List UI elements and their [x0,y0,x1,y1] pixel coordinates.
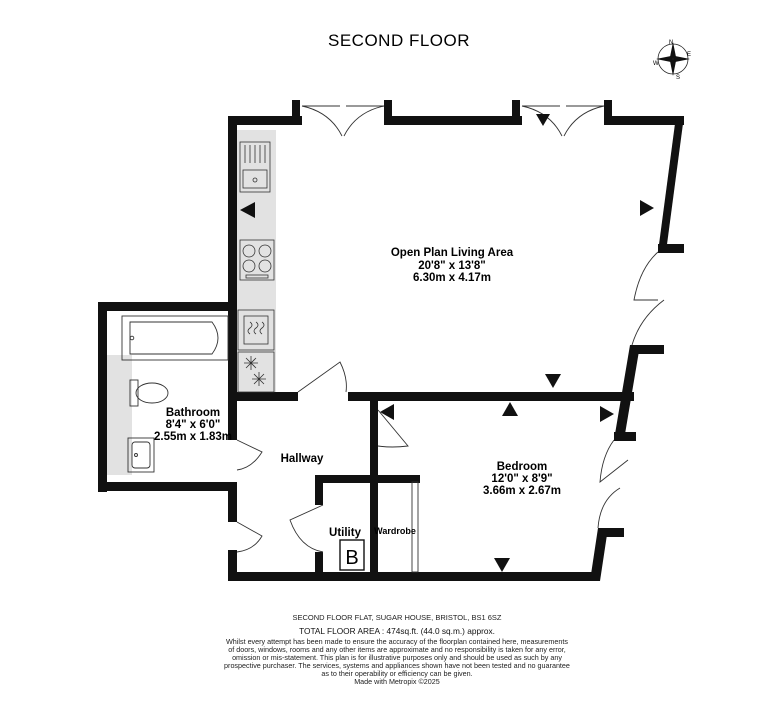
kitchen-arrow-icon [240,202,255,218]
fridge-freezer-icon [237,351,275,393]
disclaimer-line: of doors, windows, rooms and any other i… [228,645,566,654]
living-room-name: Open Plan Living Area [391,247,514,259]
bathroom-name: Bathroom [166,407,220,419]
floor-title: SECOND FLOOR [328,31,470,50]
kitchen-sink-icon [239,141,271,193]
toilet-icon [129,379,169,407]
bedroom-dim-imperial: 12'0" x 8'9" [491,473,552,485]
bathroom-dim-metric: 2.55m x 1.83m [154,431,232,443]
compass-icon: N E S W [653,40,691,81]
boiler-letter: B [345,547,358,569]
bedroom-name: Bedroom [497,461,547,473]
boiler-icon: B [339,539,365,571]
living-room-dim-metric: 6.30m x 4.17m [413,272,491,284]
utility-name: Utility [329,527,362,539]
compass-w: W [653,61,659,67]
disclaimer-line: as to their operability or efficiency ca… [321,669,472,678]
compass-s: S [676,75,680,81]
wardrobe-name: Wardrobe [374,526,416,536]
footer-total-area: TOTAL FLOOR AREA : 474sq.ft. (44.0 sq.m.… [299,626,495,636]
disclaimer-line: Whilst every attempt has been made to en… [226,637,568,646]
bedroom-dim-metric: 3.66m x 2.67m [483,485,561,497]
compass-n: N [669,40,673,46]
disclaimer-line: Made with Metropix ©2025 [354,677,440,686]
washing-machine-icon [237,309,275,351]
footer-disclaimer: Whilst every attempt has been made to en… [224,637,570,686]
compass-e: E [687,52,691,58]
bathroom-dim-imperial: 8'4" x 6'0" [166,419,221,431]
living-room-dim-imperial: 20'8" x 13'8" [418,260,486,272]
hallway-name: Hallway [281,453,324,465]
basin-icon [127,437,155,473]
disclaimer-line: omission or mis-statement. This plan is … [232,653,562,662]
footer-address: SECOND FLOOR FLAT, SUGAR HOUSE, BRISTOL,… [293,613,502,622]
doors-and-windows [236,105,665,573]
hob-icon [239,239,275,281]
dimension-arrows [380,114,654,572]
bathtub-icon [121,315,229,361]
walls [98,100,684,581]
disclaimer-line: prospective purchaser. The services, sys… [224,661,570,670]
